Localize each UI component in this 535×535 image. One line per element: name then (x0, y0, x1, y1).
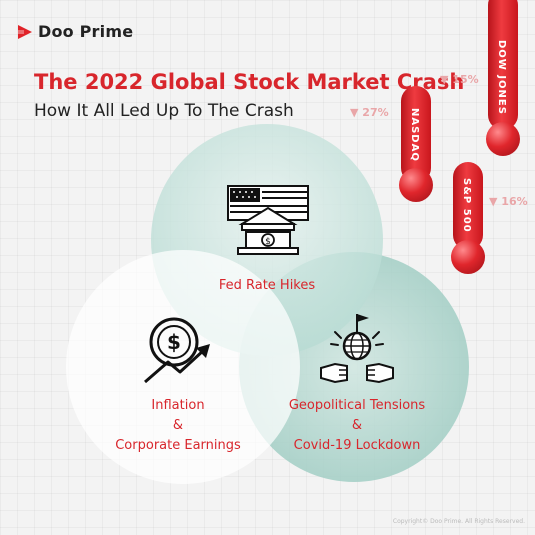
sp500-thermometer (453, 162, 483, 250)
venn-circle-left (66, 250, 300, 484)
sp500-label: S&P 500 (461, 178, 472, 233)
dow-jones-change: ▼ 15% (440, 73, 479, 86)
dollar-chart-icon: $ (144, 317, 210, 384)
nasdaq-label: NASDAQ (409, 108, 420, 162)
page-subtitle: How It All Led Up To The Crash (34, 101, 294, 121)
nasdaq-bulb (399, 168, 433, 202)
sp500-change: ▼ 16% (489, 195, 528, 208)
nasdaq-thermometer (401, 86, 431, 183)
sp500-bulb (451, 240, 485, 274)
inflation-label: Inflation & Corporate Earnings (115, 398, 241, 453)
page-title: The 2022 Global Stock Market Crash (34, 70, 465, 94)
fed-bank-icon: $ (227, 185, 309, 255)
dow-jones-thermometer (488, 0, 518, 130)
dow-jones-label: DOW JONES (496, 40, 507, 115)
svg-text:$: $ (265, 237, 271, 247)
nasdaq-change: ▼ 27% (350, 106, 389, 119)
geopolitical-label: Geopolitical Tensions & Covid-19 Lockdow… (288, 398, 426, 453)
copyright: Copyright© Doo Prime. All Rights Reserve… (392, 518, 525, 525)
svg-text:$: $ (167, 330, 181, 354)
dow-jones-bulb (486, 122, 520, 156)
fed-rate-hikes-label: Fed Rate Hikes (218, 278, 316, 293)
globe-conflict-icon (320, 314, 394, 384)
brand-name: Doo Prime (38, 22, 134, 41)
doo-prime-logo-icon (18, 24, 32, 39)
brand-logo: Doo Prime (18, 22, 133, 41)
